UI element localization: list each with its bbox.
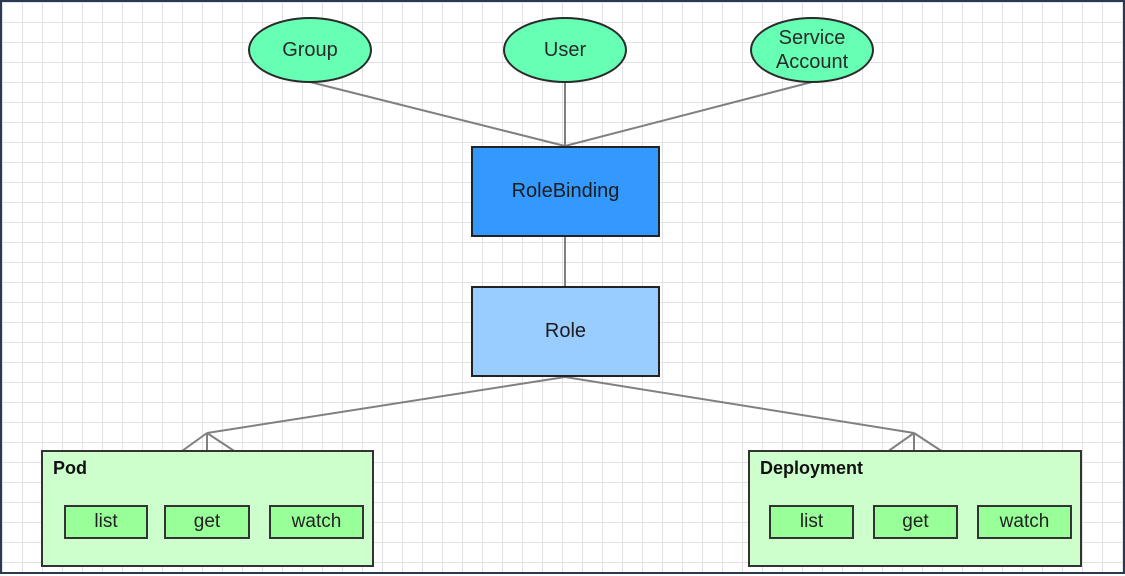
edge-role-deployment [564, 376, 915, 434]
deployment-verb-get[interactable]: get [873, 505, 958, 539]
pod-verb-get[interactable]: get [164, 505, 250, 539]
edge-serviceaccount-rolebinding [564, 81, 813, 147]
edge-group-rolebinding [309, 81, 566, 147]
deployment-title: Deployment [760, 458, 864, 478]
role-node[interactable]: Role [471, 286, 660, 377]
deployment-verb-watch[interactable]: watch [977, 505, 1072, 539]
group-node[interactable]: Group [248, 17, 372, 83]
pod-verb-watch[interactable]: watch [269, 505, 364, 539]
deployment-verb-list[interactable]: list [769, 505, 854, 539]
pod-title: Pod [53, 458, 87, 478]
user-node[interactable]: User [503, 17, 627, 83]
pod-verb-list[interactable]: list [64, 505, 148, 539]
rolebinding-node[interactable]: RoleBinding [471, 146, 660, 237]
edge-role-pod [206, 376, 566, 434]
service-account-node[interactable]: Service Account [750, 17, 874, 83]
